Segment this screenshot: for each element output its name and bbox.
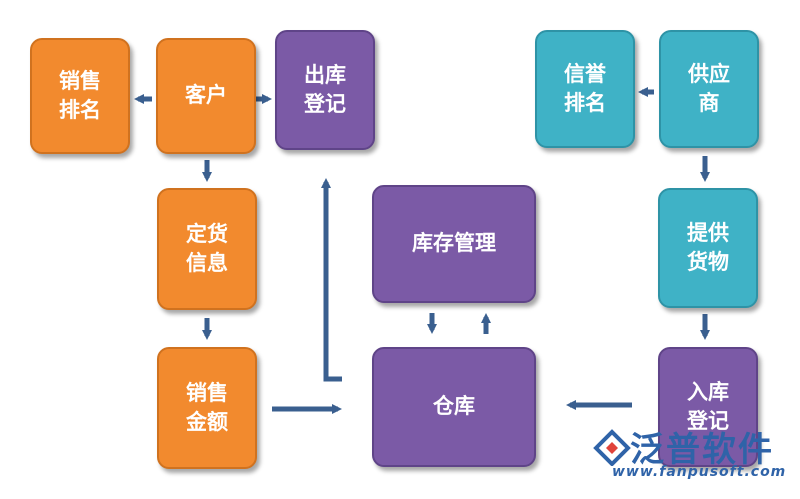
node-sales-rank: 销售 排名 [30,38,130,154]
node-provide-goods: 提供 货物 [658,188,758,308]
node-customer: 客户 [156,38,256,154]
arrow-warehouse-to-outbound [321,178,342,382]
node-inventory-management: 库存管理 [372,185,536,303]
logo-url: www.fanpusoft.com [612,464,787,480]
node-warehouse: 仓库 [372,347,536,467]
node-outbound-registration: 出库 登记 [275,30,375,150]
node-order-info: 定货 信息 [157,188,257,310]
node-inbound-registration: 入库 登记 [658,347,758,467]
node-credit-rank: 信誉 排名 [535,30,635,148]
node-supplier: 供应 商 [659,30,759,148]
fanpu-logo: 泛普软件 www.fanpusoft.com [592,416,792,496]
logo-name: 泛普软件 [630,430,774,470]
logo-mark-icon [593,429,631,466]
node-sales-amount: 销售 金额 [157,347,257,469]
